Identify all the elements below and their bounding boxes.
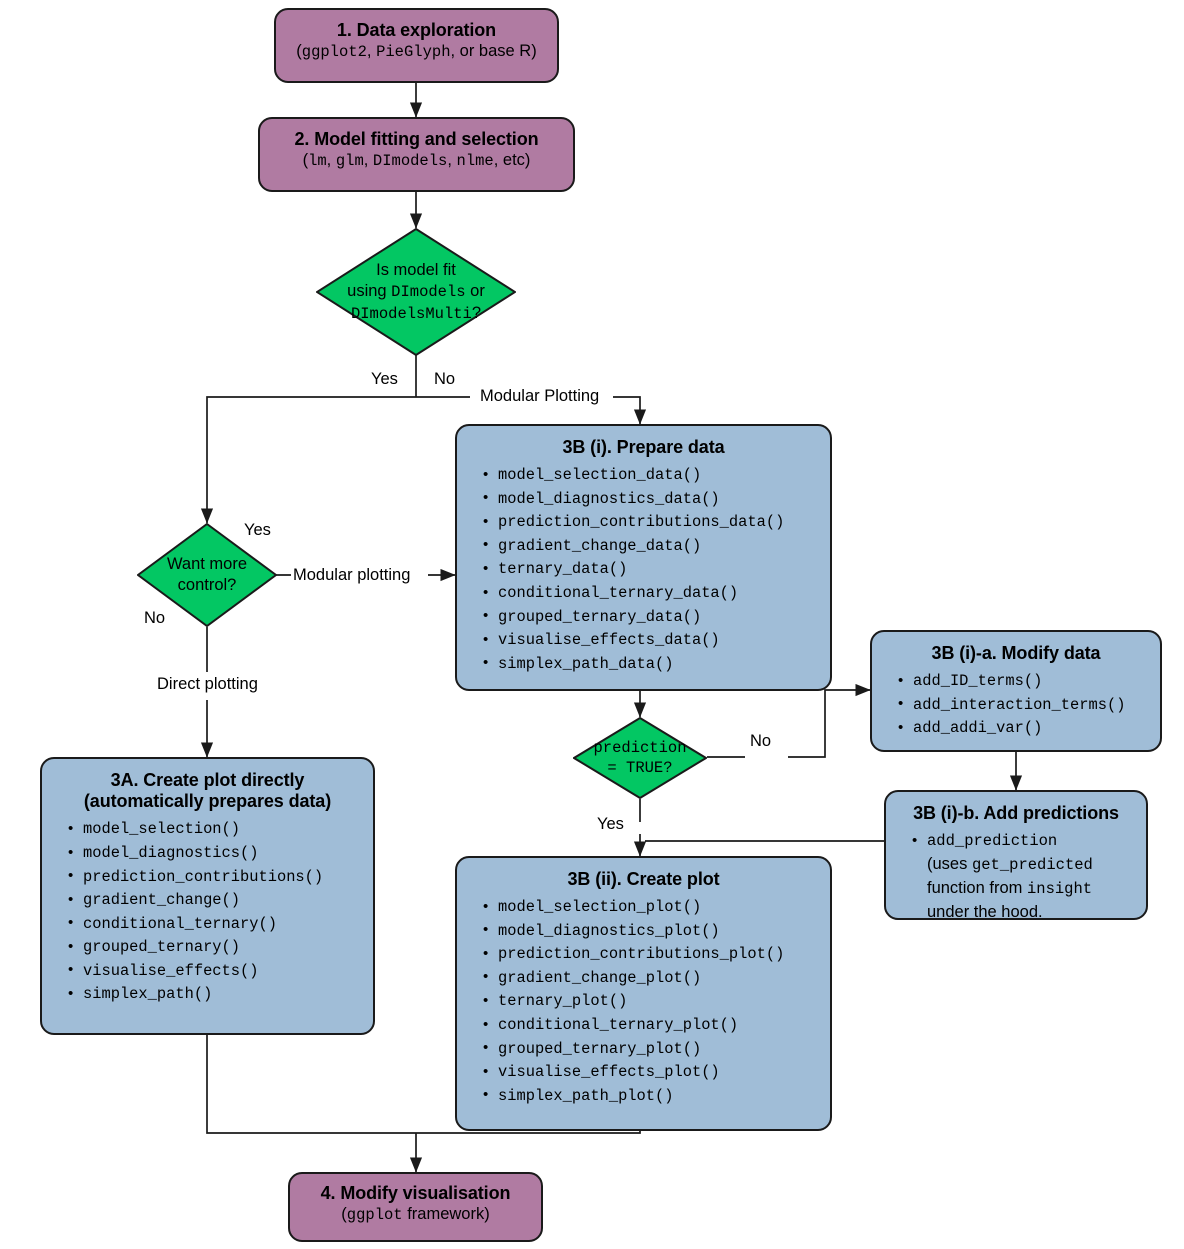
node-step3a-title-line1: 3A. Create plot directly bbox=[110, 770, 305, 790]
edge-label-decision1-yes: Yes bbox=[369, 370, 400, 388]
list-item: conditional_ternary() bbox=[68, 912, 363, 937]
node-step3bii[interactable]: 3B (ii). Create plot model_selection_plo… bbox=[455, 856, 832, 1131]
list-item: prediction_contributions() bbox=[68, 865, 363, 890]
list-item: grouped_ternary_plot() bbox=[483, 1037, 820, 1062]
list-item: add_prediction(uses get_predictedfunctio… bbox=[912, 830, 1136, 925]
list-item: simplex_path_plot() bbox=[483, 1084, 820, 1109]
list-item: visualise_effects_data() bbox=[483, 629, 820, 653]
diamond-shape bbox=[573, 717, 707, 799]
node-step3bib-function-list: add_prediction(uses get_predictedfunctio… bbox=[896, 830, 1136, 925]
list-item: gradient_change() bbox=[68, 889, 363, 913]
list-item: model_selection() bbox=[68, 818, 363, 842]
node-step3bii-function-list: model_selection_plot() model_diagnostics… bbox=[467, 896, 820, 1108]
decision-want-more-control-label: Want more control? bbox=[167, 554, 247, 597]
edge-label-modular-plotting-top: Modular Plotting bbox=[478, 387, 602, 405]
node-step4-title: 4. Modify visualisation bbox=[320, 1183, 511, 1203]
decision-model-fit-label: Is model fit using DImodels or DImodelsM… bbox=[347, 260, 485, 324]
list-item: model_selection_data() bbox=[483, 464, 820, 488]
node-step1[interactable]: 1. Data exploration (ggplot2, PieGlyph, … bbox=[274, 8, 559, 83]
list-item: model_diagnostics() bbox=[68, 842, 363, 866]
node-step3bi-title: 3B (i). Prepare data bbox=[562, 437, 725, 457]
diamond-shape bbox=[137, 523, 277, 627]
list-item: conditional_ternary_plot() bbox=[483, 1014, 820, 1038]
node-step3bib[interactable]: 3B (i)-b. Add predictions add_prediction… bbox=[884, 790, 1148, 921]
list-item: visualise_effects_plot() bbox=[483, 1061, 820, 1085]
node-step1-subtitle: (ggplot2, PieGlyph, or base R) bbox=[296, 42, 537, 62]
edge-label-decision2-yes: Yes bbox=[242, 521, 273, 539]
node-step3bib-title: 3B (i)-b. Add predictions bbox=[913, 803, 1119, 823]
node-step3a-title-line2: (automatically prepares data) bbox=[83, 791, 332, 812]
node-step4[interactable]: 4. Modify visualisation (ggplot framewor… bbox=[288, 1172, 543, 1242]
node-step2-subtitle: (lm, glm, DImodels, nlme, etc) bbox=[302, 151, 531, 171]
node-step3bia-title: 3B (i)-a. Modify data bbox=[931, 643, 1101, 663]
list-item: add_ID_terms() bbox=[898, 670, 1150, 694]
node-step3a-title: 3A. Create plot directly (automatically … bbox=[52, 770, 363, 812]
list-item: prediction_contributions_plot() bbox=[483, 943, 820, 967]
decision3-line2: = TRUE? bbox=[607, 759, 673, 777]
edge-label-decision1-no: No bbox=[432, 370, 458, 388]
list-item: gradient_change_data() bbox=[483, 534, 820, 559]
decision-prediction-true[interactable]: prediction = TRUE? bbox=[573, 717, 707, 799]
list-item: model_diagnostics_data() bbox=[483, 487, 820, 512]
decision-want-more-control[interactable]: Want more control? bbox=[137, 523, 277, 627]
node-step4-subtitle: (ggplot framework) bbox=[341, 1205, 490, 1225]
decision2-line2: control? bbox=[177, 576, 237, 594]
list-item: model_selection_plot() bbox=[483, 896, 820, 920]
list-item: add_interaction_terms() bbox=[898, 693, 1150, 718]
edge-3bii-bus bbox=[416, 1131, 641, 1134]
list-item: ternary_data() bbox=[483, 558, 820, 582]
node-step3bi-function-list: model_selection_data() model_diagnostics… bbox=[467, 464, 820, 676]
list-item: prediction_contributions_data() bbox=[483, 511, 820, 535]
decision-prediction-label: prediction = TRUE? bbox=[593, 738, 686, 778]
edge-label-modular-plotting-side: Modular plotting bbox=[291, 566, 413, 584]
edge-3a-bus bbox=[206, 1035, 416, 1134]
node-step2-title: 2. Model fitting and selection bbox=[294, 129, 539, 149]
diamond-shape bbox=[316, 228, 516, 356]
list-item: add_addi_var() bbox=[898, 717, 1150, 741]
list-item: grouped_ternary_data() bbox=[483, 605, 820, 630]
decision1-line3: DImodelsMulti? bbox=[350, 303, 482, 323]
node-step3bii-title: 3B (ii). Create plot bbox=[567, 869, 720, 889]
edge-label-decision3-no: No bbox=[748, 732, 774, 750]
edge-label-decision3-yes: Yes bbox=[595, 815, 626, 833]
edge-label-direct-plotting: Direct plotting bbox=[155, 675, 260, 693]
decision2-line1: Want more bbox=[166, 554, 248, 573]
node-step3bi[interactable]: 3B (i). Prepare data model_selection_dat… bbox=[455, 424, 832, 691]
decision1-line2: using DImodels or bbox=[347, 282, 485, 302]
edge-decision1-yes bbox=[200, 396, 416, 524]
edge-decision3-no-b bbox=[788, 683, 871, 758]
decision-model-fit-dimodels[interactable]: Is model fit using DImodels or DImodelsM… bbox=[316, 228, 516, 356]
node-step1-title: 1. Data exploration bbox=[336, 20, 497, 40]
list-item: ternary_plot() bbox=[483, 990, 820, 1014]
list-item: gradient_change_plot() bbox=[483, 966, 820, 991]
node-step3bia[interactable]: 3B (i)-a. Modify data add_ID_terms() add… bbox=[870, 630, 1162, 752]
list-item: simplex_path() bbox=[68, 983, 363, 1007]
edge-decision1-no-b bbox=[613, 396, 647, 425]
list-item: visualise_effects() bbox=[68, 959, 363, 984]
list-item: conditional_ternary_data() bbox=[483, 582, 820, 606]
decision3-line1: prediction bbox=[593, 738, 687, 757]
list-item: grouped_ternary() bbox=[68, 936, 363, 960]
list-item: model_diagnostics_plot() bbox=[483, 919, 820, 944]
edge-label-decision2-no: No bbox=[142, 609, 168, 627]
node-step3bia-function-list: add_ID_terms() add_interaction_terms() a… bbox=[882, 670, 1150, 741]
node-step2[interactable]: 2. Model fitting and selection (lm, glm,… bbox=[258, 117, 575, 192]
node-step3a[interactable]: 3A. Create plot directly (automatically … bbox=[40, 757, 375, 1035]
decision1-line1: Is model fit bbox=[376, 260, 456, 279]
node-step3a-function-list: model_selection() model_diagnostics() pr… bbox=[52, 818, 363, 1007]
list-item: simplex_path_data() bbox=[483, 652, 820, 677]
